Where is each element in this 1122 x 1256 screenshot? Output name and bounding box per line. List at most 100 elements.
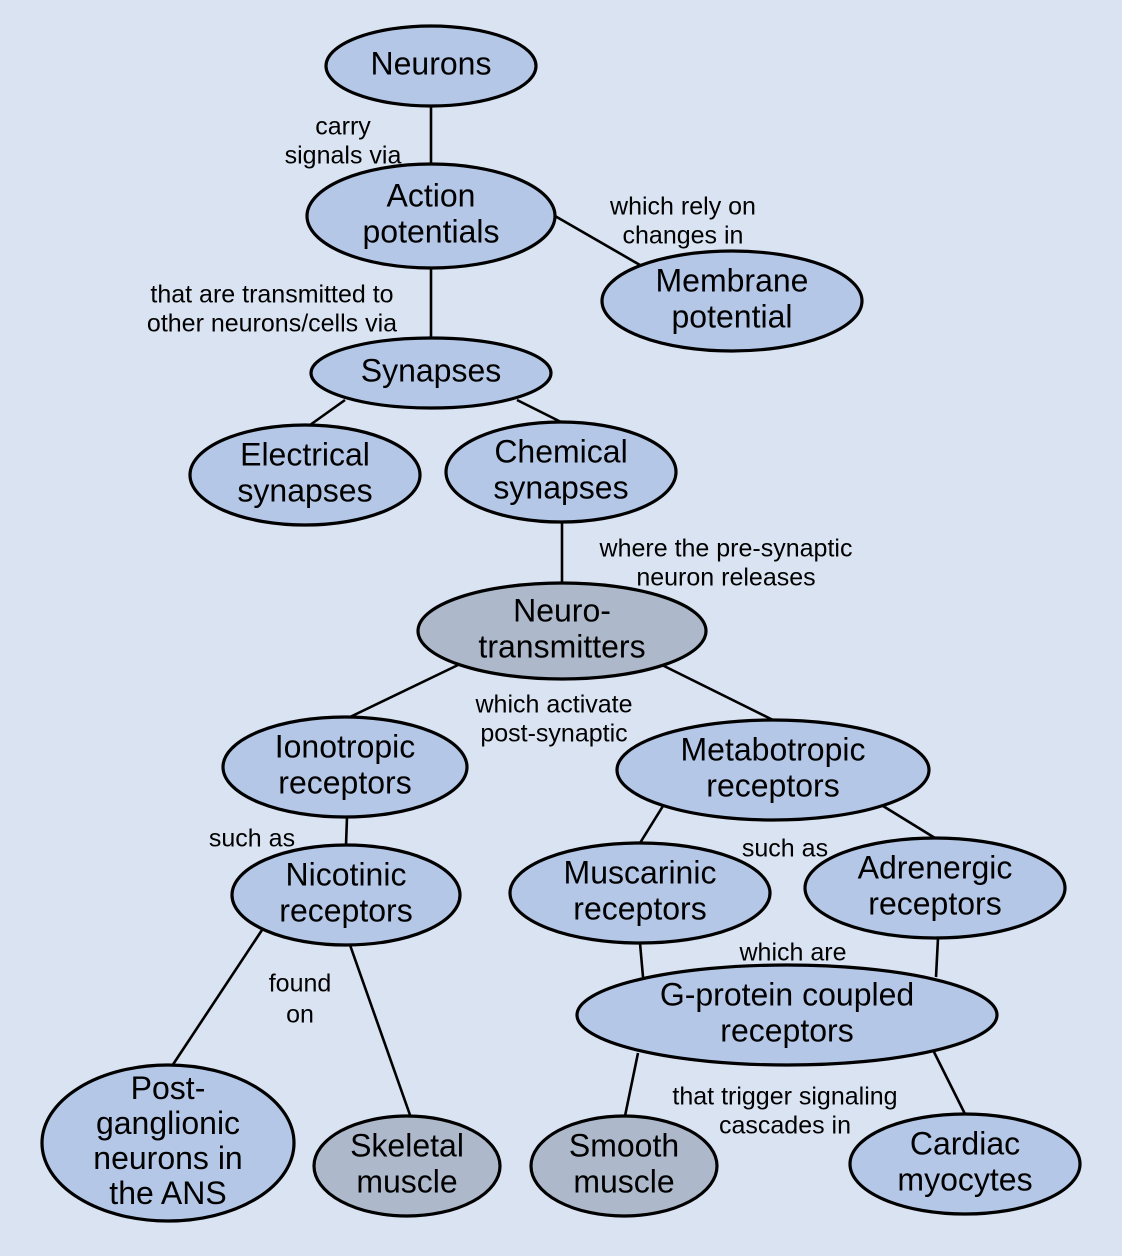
edge-nicotinic-receptors-to-skeletal-muscle xyxy=(348,944,412,1116)
edge-nicotinic-receptors-to-postganglionic-neurons xyxy=(170,929,264,1067)
node-label-line: Electrical xyxy=(240,436,370,472)
node-shape xyxy=(221,715,469,819)
node-label-line: Nicotinic xyxy=(286,856,407,892)
edge-label-which-are: which are xyxy=(739,939,847,967)
edge-label-line: that are transmitted to xyxy=(150,281,393,309)
edge-label-line: which rely on xyxy=(609,193,756,221)
node-shape xyxy=(848,1112,1082,1216)
node-shape xyxy=(188,423,422,527)
node-label-line: receptors xyxy=(278,764,411,800)
edge-neurotransmitters-to-metabotropic-receptors xyxy=(661,663,774,722)
edge-label-line: that trigger signaling xyxy=(672,1083,897,1111)
node-label-line: receptors xyxy=(720,1012,853,1048)
edge-label-line: such as xyxy=(209,825,295,853)
edge-synapses-to-electrical-synapses xyxy=(309,398,346,427)
node-label-line: Post- xyxy=(131,1070,206,1106)
node-shape xyxy=(508,841,772,945)
node-neurons: Neurons xyxy=(324,24,538,108)
edge-synapses-to-chemical-synapses xyxy=(516,398,562,424)
edge-label-line: carry xyxy=(315,113,371,141)
node-label-line: receptors xyxy=(868,885,1001,921)
edge-label-line: where the pre-synaptic xyxy=(599,535,853,563)
node-shape xyxy=(230,843,462,947)
edge-label-line: post-synaptic xyxy=(480,720,627,748)
node-shape xyxy=(312,1114,502,1218)
node-label-line: Neurons xyxy=(371,45,492,81)
node-shape xyxy=(309,336,553,410)
node-label-line: Smooth xyxy=(569,1127,679,1163)
edge-label-line: changes in xyxy=(623,222,744,250)
node-shape xyxy=(305,162,557,270)
node-label-line: ganglionic xyxy=(96,1105,240,1141)
node-shape xyxy=(529,1114,719,1218)
node-label-line: synapses xyxy=(493,469,628,505)
edge-label-line: signals via xyxy=(285,142,402,170)
node-label-line: potentials xyxy=(363,213,500,249)
node-label-line: Adrenergic xyxy=(858,849,1013,885)
edge-muscarinic-receptors-to-gpcr xyxy=(638,942,645,978)
edge-label-such-as-2: such as xyxy=(742,835,828,863)
node-label-line: Chemical xyxy=(494,433,627,469)
node-label-line: receptors xyxy=(706,767,839,803)
node-label-line: receptors xyxy=(573,890,706,926)
edge-label-line: neuron releases xyxy=(636,564,815,592)
edge-label-line: other neurons/cells via xyxy=(147,310,397,338)
node-shape xyxy=(416,581,708,681)
edge-label-such-as-1: such as xyxy=(209,825,295,853)
node-neurotransmitters: Neuro-transmitters xyxy=(416,581,708,681)
node-label-line: muscle xyxy=(573,1163,674,1199)
edge-neurotransmitters-to-ionotropic-receptors xyxy=(349,663,459,719)
edge-label-line: which are xyxy=(739,939,847,967)
edge-label-line: found xyxy=(269,970,332,998)
node-label-line: synapses xyxy=(237,472,372,508)
node-label-line: Ionotropic xyxy=(275,728,416,764)
node-shape xyxy=(600,249,864,353)
edge-gpcr-to-smooth-muscle xyxy=(623,1052,640,1117)
node-label-line: G-protein coupled xyxy=(660,976,914,1012)
node-label-line: transmitters xyxy=(478,628,645,664)
node-label-line: the ANS xyxy=(109,1175,226,1211)
edge-gpcr-to-cardiac-myocytes xyxy=(932,1051,967,1115)
edge-metabotropic-receptors-to-muscarinic-receptors xyxy=(638,805,665,844)
node-shape xyxy=(444,420,678,524)
node-label-line: Muscarinic xyxy=(564,854,717,890)
node-label-line: Action xyxy=(387,177,476,213)
node-shape xyxy=(615,718,931,822)
node-label-line: myocytes xyxy=(897,1161,1032,1197)
node-label-line: Membrane xyxy=(656,262,809,298)
node-label-line: receptors xyxy=(279,892,412,928)
node-label-line: Metabotropic xyxy=(681,731,866,767)
node-label-line: Cardiac xyxy=(910,1125,1020,1161)
edge-label-line: such as xyxy=(742,835,828,863)
node-label-line: neurons in xyxy=(93,1140,242,1176)
node-shape xyxy=(324,24,538,108)
node-label-line: potential xyxy=(672,298,793,334)
node-shape xyxy=(575,963,999,1067)
edge-action-potentials-to-membrane-potential xyxy=(554,214,641,267)
edge-label-found-on: found on xyxy=(269,970,332,1029)
edge-label-line: cascades in xyxy=(719,1112,851,1140)
edge-adrenergic-receptors-to-gpcr xyxy=(934,937,940,978)
edge-label-line: on xyxy=(286,1001,314,1029)
